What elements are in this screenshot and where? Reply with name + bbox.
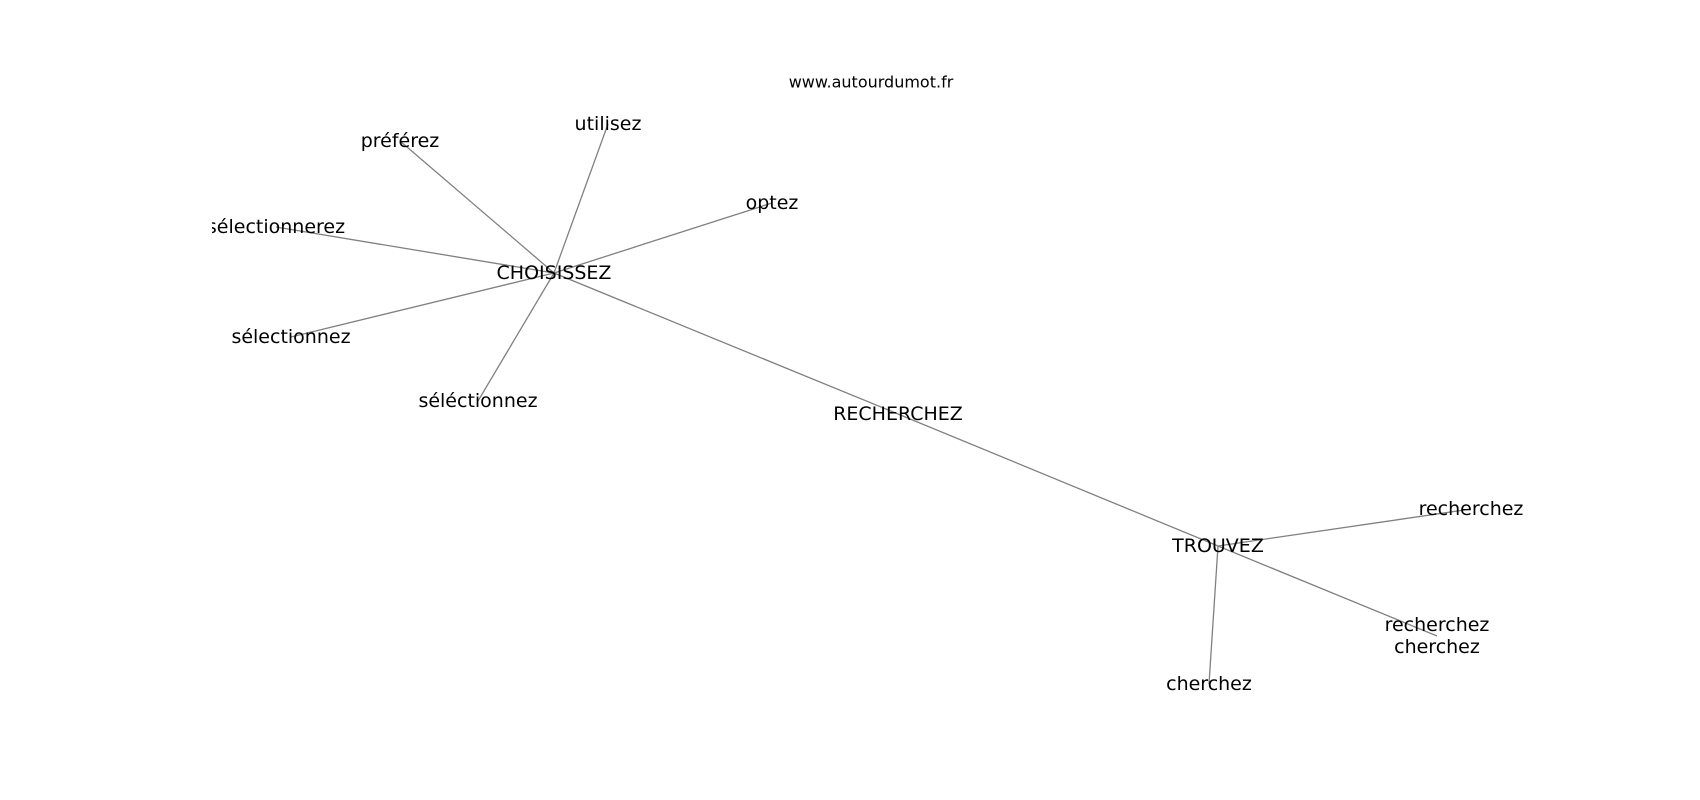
node-recherchez-cherchez-line2: cherchez (1394, 636, 1480, 658)
node-selectionnez-accent: séléctionnez (418, 390, 537, 412)
node-trouvez: TROUVEZ (1171, 535, 1264, 557)
node-selectionnerez: sélectionnerez (207, 216, 345, 238)
node-labels: CHOISISSEZ RECHERCHEZ TROUVEZ préférez u… (207, 113, 1524, 695)
edge-choisissez-selectionnerez (275, 226, 555, 274)
node-selectionnez: sélectionnez (231, 326, 350, 348)
node-recherchez-hub: RECHERCHEZ (833, 403, 963, 425)
edge-choisissez-utilisez (553, 123, 609, 274)
edge-choisissez-selectionnez-accent (477, 272, 555, 402)
node-optez: optez (746, 192, 799, 214)
node-choisissez: CHOISISSEZ (497, 262, 612, 284)
edge-choisissez-preferez (399, 140, 555, 274)
node-cherchez: cherchez (1166, 673, 1252, 695)
site-url: www.autourdumot.fr (789, 73, 954, 92)
edges (275, 123, 1472, 685)
node-recherchez: recherchez (1419, 498, 1524, 520)
edge-recherchez-hub-trouvez (897, 413, 1219, 547)
node-utilisez: utilisez (575, 113, 642, 135)
edge-choisissez-recherchez-hub (553, 272, 899, 415)
edge-trouvez-recherchez (1217, 508, 1472, 547)
node-preferez: préférez (361, 130, 440, 152)
edge-choisissez-optez (553, 202, 773, 274)
edge-trouvez-recherchez-cherchez-1 (1217, 545, 1438, 637)
edge-choisissez-selectionnez (290, 272, 555, 338)
edge-trouvez-cherchez (1208, 545, 1219, 685)
node-recherchez-cherchez-line1: recherchez (1385, 614, 1490, 636)
